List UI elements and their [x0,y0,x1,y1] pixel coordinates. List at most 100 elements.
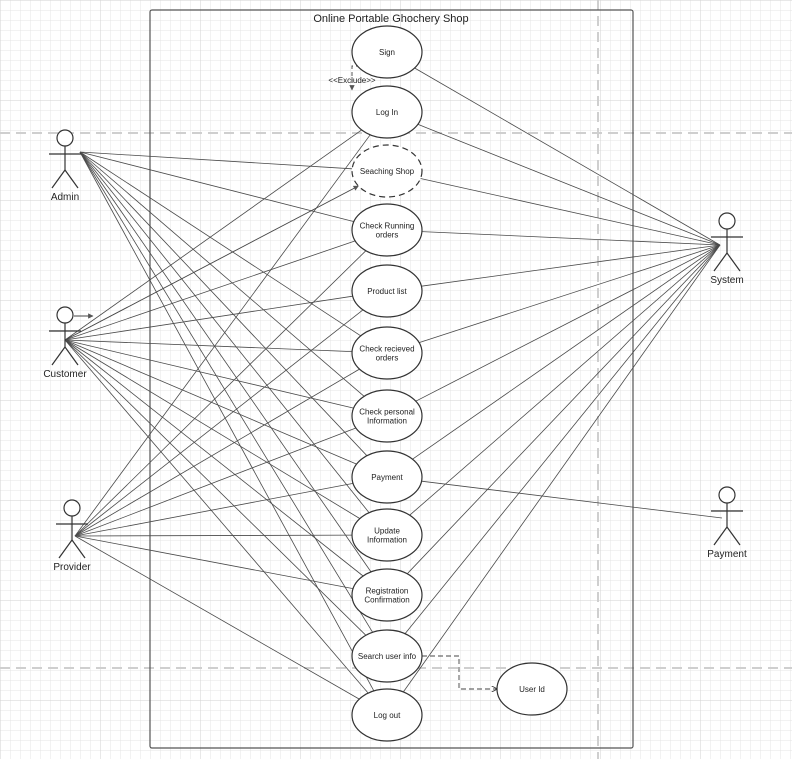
association-line-system-update_info[interactable] [409,244,721,516]
association-line-admin-check_personal[interactable] [79,151,365,397]
actor-left-leg [51,169,66,189]
association-line-provider-check_personal[interactable] [74,427,357,537]
use-case-label: Check personal [359,408,415,417]
association-line-customer-check_personal[interactable] [64,339,354,409]
association-line-customer-search_user[interactable] [64,339,367,636]
use-case-ellipse[interactable] [351,568,423,622]
actor-head [718,486,736,504]
use-case-user-id[interactable]: User Id [496,662,568,716]
use-case-ellipse[interactable] [496,662,568,716]
association-line-system-registration[interactable] [406,244,721,575]
actor-right-leg [64,346,79,366]
actor-left-leg [58,539,73,559]
association-line-customer-check_received[interactable] [64,339,353,352]
dashed-arrow-search-user-userid[interactable] [422,655,497,689]
association-line-customer-logout[interactable] [64,339,369,694]
association-line-system-logout[interactable] [402,244,721,693]
use-case-label: Product list [367,287,407,296]
actor-label: System [710,275,743,286]
use-case-ellipse[interactable] [351,264,423,318]
association-line-admin-payment_uc[interactable] [79,151,368,456]
actor-right-leg [726,252,741,272]
association-line-admin-search_shop[interactable] [79,151,353,170]
use-case-ellipse[interactable] [351,688,423,742]
use-case-ellipse[interactable] [351,203,423,257]
association-line-customer-check_running[interactable] [64,240,356,341]
association-line-system-search_user[interactable] [404,244,721,634]
use-case-label: Update [374,527,400,536]
association-line-admin-check_received[interactable] [79,151,361,337]
use-case-ellipse[interactable] [351,389,423,443]
actor-customer[interactable]: Customer [43,306,87,380]
association-line-payment-payment_uc[interactable] [421,480,723,519]
exclude-stereotype-label: <<Exclude>> [328,76,375,85]
actor-provider[interactable]: Provider [53,499,91,573]
association-line-provider-registration[interactable] [74,535,354,589]
association-line-customer-login[interactable] [64,129,362,341]
association-line-system-search_shop[interactable] [420,178,721,246]
association-line-system-login[interactable] [417,123,721,246]
association-line-system-payment_uc[interactable] [412,244,721,460]
actor-label: Payment [707,549,747,560]
use-case-label: Payment [371,473,403,482]
actor-label: Customer [43,369,87,380]
system-title: Online Portable Ghochery Shop [313,13,468,25]
association-line-system-check_received[interactable] [418,244,721,343]
association-line-customer-payment_uc[interactable] [64,339,357,465]
association-line-system-sign[interactable] [414,67,721,246]
association-line-provider-check_received[interactable] [74,368,360,537]
use-case-label: Registration [366,587,409,596]
association-line-customer-product_list[interactable] [64,295,353,341]
association-line-system-product_list[interactable] [421,244,721,287]
system-boundary[interactable] [149,9,634,749]
association-line-system-check_personal[interactable] [415,244,721,402]
association-line-system-check_running[interactable] [421,231,721,246]
use-case-login[interactable]: Log In [351,85,423,139]
use-case-ellipse[interactable] [351,508,423,562]
use-case-ellipse[interactable] [351,144,423,198]
actor-label: Provider [53,562,91,573]
use-case-ellipse[interactable] [351,629,423,683]
association-line-provider-payment_uc[interactable] [74,483,354,537]
association-line-provider-update_info[interactable] [74,534,353,537]
use-case-search-shop[interactable]: Seaching Shop [351,144,423,198]
use-case-payment-uc[interactable]: Payment [351,450,423,504]
actor-payment[interactable]: Payment [707,486,747,560]
use-case-label: orders [376,231,399,240]
use-case-ellipse[interactable] [351,326,423,380]
use-case-label: Confirmation [364,596,409,605]
actor-admin[interactable]: Admin [49,129,81,203]
use-case-logout[interactable]: Log out [351,688,423,742]
actor-right-leg [71,539,86,559]
association-line-customer-registration[interactable] [64,339,364,577]
use-case-label: Information [367,536,407,545]
use-case-ellipse[interactable] [351,85,423,139]
use-case-search-user[interactable]: Search user info [351,629,423,683]
actor-head [63,499,81,517]
use-case-label: orders [376,354,399,363]
association-line-provider-login[interactable] [74,134,371,537]
use-case-label: Sign [379,48,395,57]
use-case-sign[interactable]: Sign [351,25,423,79]
association-line-admin-logout[interactable] [79,151,375,692]
actor-system[interactable]: System [710,212,744,286]
association-line-customer-update_info[interactable] [64,339,361,519]
association-line-provider-logout[interactable] [74,535,360,700]
use-case-ellipse[interactable] [351,25,423,79]
arrow-customer-searching-shop[interactable] [64,185,359,341]
association-line-admin-registration[interactable] [79,151,372,573]
association-line-provider-product_list[interactable] [74,309,364,537]
use-case-product-list[interactable]: Product list [351,264,423,318]
association-line-admin-search_user[interactable] [79,151,373,633]
use-case-ellipse[interactable] [351,450,423,504]
actor-right-leg [64,169,79,189]
association-line-provider-check_running[interactable] [74,250,367,537]
actor-label: Admin [51,192,79,203]
association-line-admin-check_running[interactable] [79,151,354,222]
